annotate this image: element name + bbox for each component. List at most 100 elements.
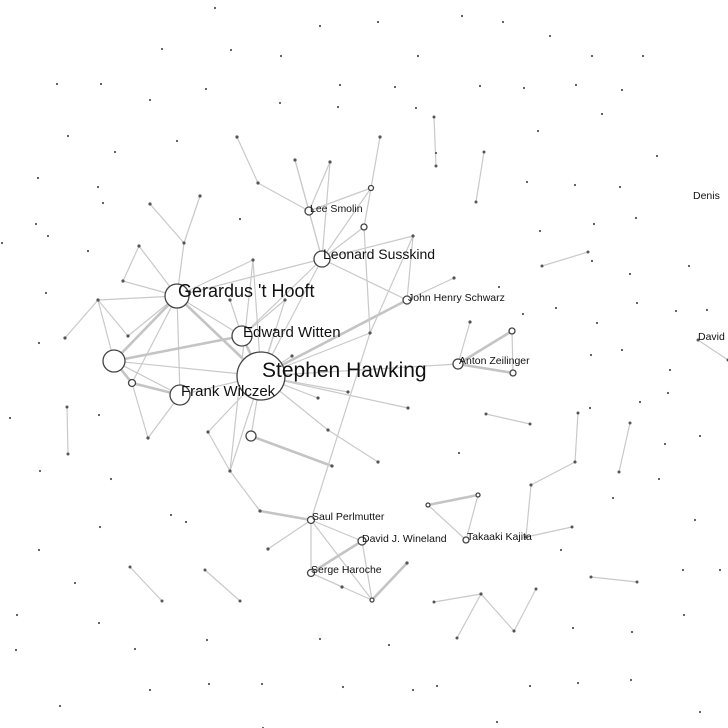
isolated-node[interactable] xyxy=(548,34,552,38)
node-dot[interactable] xyxy=(589,575,593,579)
node-n513[interactable] xyxy=(509,369,517,377)
node-dot[interactable] xyxy=(474,200,478,204)
node-a123[interactable] xyxy=(121,279,125,283)
node-a380[interactable] xyxy=(378,135,382,139)
isolated-node[interactable] xyxy=(705,308,709,312)
isolated-node[interactable] xyxy=(574,83,578,87)
node-dot[interactable] xyxy=(570,525,574,529)
node-a258[interactable] xyxy=(256,181,260,185)
isolated-node[interactable] xyxy=(148,688,152,692)
node-a295[interactable] xyxy=(293,158,297,162)
isolated-node[interactable] xyxy=(279,54,283,58)
isolated-node[interactable] xyxy=(681,568,685,572)
node-wineland[interactable] xyxy=(357,536,367,546)
isolated-node[interactable] xyxy=(497,285,501,289)
isolated-node[interactable] xyxy=(629,678,633,682)
isolated-node[interactable] xyxy=(37,341,41,345)
isolated-node[interactable] xyxy=(113,150,117,154)
isolated-node[interactable] xyxy=(538,229,542,233)
isolated-node[interactable] xyxy=(37,548,41,552)
isolated-node[interactable] xyxy=(718,568,722,572)
node-a332[interactable] xyxy=(330,464,334,468)
label-david[interactable]: David xyxy=(698,331,725,343)
isolated-node[interactable] xyxy=(98,525,102,529)
isolated-node[interactable] xyxy=(175,139,179,143)
node-a328[interactable] xyxy=(326,428,330,432)
node-dot[interactable] xyxy=(534,587,538,591)
node-a407[interactable] xyxy=(405,561,409,565)
isolated-node[interactable] xyxy=(600,112,604,116)
node-perlmutter[interactable] xyxy=(306,515,316,525)
isolated-node[interactable] xyxy=(495,720,499,724)
node-dot[interactable] xyxy=(455,636,459,640)
node-n512[interactable] xyxy=(508,327,516,335)
node-dot[interactable] xyxy=(540,264,544,268)
node-a128[interactable] xyxy=(126,334,130,338)
node-a230b[interactable] xyxy=(228,298,232,302)
isolated-node[interactable] xyxy=(573,183,577,187)
node-a408[interactable] xyxy=(406,406,410,410)
node-n372[interactable] xyxy=(369,597,375,603)
isolated-node[interactable] xyxy=(34,222,38,226)
node-dot[interactable] xyxy=(479,592,483,596)
isolated-node[interactable] xyxy=(336,105,340,109)
isolated-node[interactable] xyxy=(674,309,678,313)
isolated-node[interactable] xyxy=(55,82,59,86)
node-n428[interactable] xyxy=(425,502,431,508)
isolated-node[interactable] xyxy=(341,685,345,689)
isolated-node[interactable] xyxy=(620,88,624,92)
isolated-node[interactable] xyxy=(73,581,77,585)
isolated-node[interactable] xyxy=(8,416,12,420)
isolated-node[interactable] xyxy=(387,643,391,647)
label-edward-witten[interactable]: Edward Witten xyxy=(243,324,341,341)
isolated-node[interactable] xyxy=(278,101,282,105)
node-a139[interactable] xyxy=(137,244,141,248)
node-schwarz[interactable] xyxy=(402,295,412,305)
isolated-node[interactable] xyxy=(260,682,264,686)
node-zeilinger[interactable] xyxy=(452,358,464,370)
isolated-node[interactable] xyxy=(229,48,233,52)
label-frank-wilczek[interactable]: Frank Wilczek xyxy=(181,383,276,400)
node-dot[interactable] xyxy=(617,470,621,474)
node-wilczek[interactable] xyxy=(169,384,191,406)
node-susskind[interactable] xyxy=(313,250,331,268)
label-gerardus-t-hooft[interactable]: Gerardus 't Hooft xyxy=(178,281,315,301)
node-n478[interactable] xyxy=(475,492,481,498)
isolated-node[interactable] xyxy=(682,613,686,617)
isolated-node[interactable] xyxy=(528,684,532,688)
isolated-node[interactable] xyxy=(338,83,342,87)
node-a378[interactable] xyxy=(376,460,380,464)
isolated-node[interactable] xyxy=(411,688,415,692)
isolated-node[interactable] xyxy=(169,513,173,517)
isolated-node[interactable] xyxy=(36,176,40,180)
node-n371[interactable] xyxy=(367,184,375,192)
isolated-node[interactable] xyxy=(521,312,525,316)
node-dot[interactable] xyxy=(203,568,207,572)
isolated-node[interactable] xyxy=(46,234,50,238)
node-a285[interactable] xyxy=(283,298,287,302)
node-a260[interactable] xyxy=(258,509,262,513)
isolated-node[interactable] xyxy=(101,201,105,205)
isolated-node[interactable] xyxy=(559,548,563,552)
isolated-node[interactable] xyxy=(318,637,322,641)
isolated-node[interactable] xyxy=(86,249,90,253)
node-a150[interactable] xyxy=(148,202,152,206)
isolated-node[interactable] xyxy=(478,84,482,88)
isolated-node[interactable] xyxy=(571,626,575,630)
node-dot[interactable] xyxy=(576,411,580,415)
node-dot[interactable] xyxy=(128,565,132,569)
isolated-node[interactable] xyxy=(393,85,397,89)
node-dot[interactable] xyxy=(512,629,516,633)
isolated-node[interactable] xyxy=(634,216,638,220)
node-a200[interactable] xyxy=(198,194,202,198)
node-dot[interactable] xyxy=(635,580,639,584)
node-dot[interactable] xyxy=(529,483,533,487)
isolated-node[interactable] xyxy=(687,264,691,268)
isolated-node[interactable] xyxy=(416,54,420,58)
isolated-node[interactable] xyxy=(435,684,439,688)
isolated-node[interactable] xyxy=(638,400,642,404)
node-hawking[interactable] xyxy=(236,351,286,401)
isolated-node[interactable] xyxy=(97,413,101,417)
isolated-node[interactable] xyxy=(590,259,594,263)
node-witten[interactable] xyxy=(231,325,253,347)
